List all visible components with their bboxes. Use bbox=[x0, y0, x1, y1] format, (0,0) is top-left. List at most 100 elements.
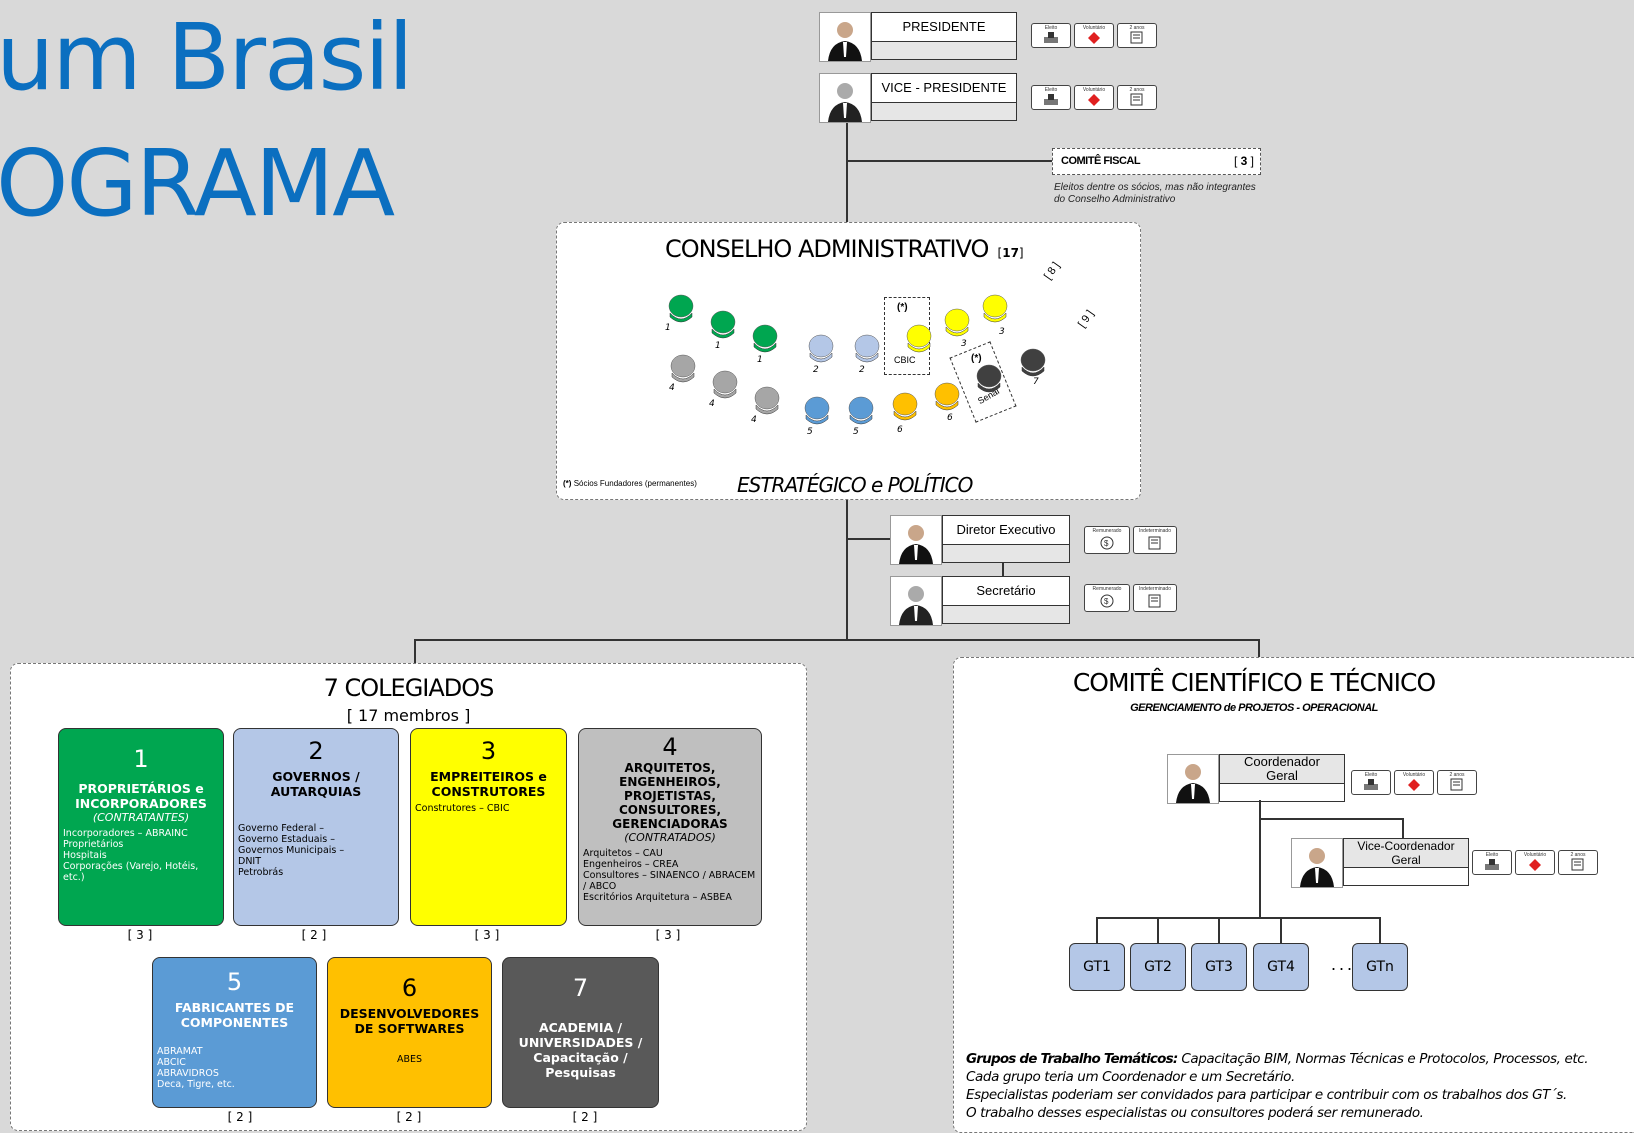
exec-branch-line bbox=[846, 538, 890, 540]
coordenador-box: Coordenador Geral bbox=[1219, 754, 1345, 802]
colegiado-box-1: 1 PROPRIETÁRIOS e INCORPORADORES (CONTRA… bbox=[58, 728, 224, 926]
comite-fiscal-count: [ 3 ] bbox=[1233, 154, 1254, 168]
conselho-seat bbox=[665, 293, 697, 330]
colegiado-count-4: [ 3 ] bbox=[655, 928, 681, 942]
conselho-seat bbox=[709, 369, 741, 406]
gt-box-3: GT3 bbox=[1191, 943, 1247, 991]
gt-box-1: GT1 bbox=[1069, 943, 1125, 991]
conselho-seat bbox=[707, 309, 739, 346]
secretario-avatar bbox=[890, 576, 942, 626]
vice-drop bbox=[1402, 818, 1404, 838]
diretor-avatar bbox=[890, 515, 942, 565]
conselho-seat-label: 3 bbox=[999, 327, 1005, 337]
conselho-seat-label: 7 bbox=[1033, 377, 1039, 387]
secretario-box: Secretário bbox=[942, 576, 1070, 624]
colegiados-members: [ 17 membros ] bbox=[346, 706, 471, 725]
voluntario-icon: Voluntário bbox=[1394, 770, 1434, 795]
conselho-seat-label: 2 bbox=[813, 365, 819, 375]
conselho-seat-label: 5 bbox=[853, 427, 859, 437]
colegiado-box-5: 5 FABRICANTES DE COMPONENTES ABRAMAT ABC… bbox=[152, 957, 317, 1108]
gt1-drop bbox=[1096, 917, 1098, 943]
colegiado-count-7: [ 2 ] bbox=[572, 1110, 598, 1124]
conselho-seat bbox=[931, 381, 963, 418]
secretario-badges: Remunerado$ Indeterminado bbox=[1084, 584, 1177, 612]
cbic-label: CBIC bbox=[894, 355, 916, 365]
comite-note: Grupos de Trabalho Temáticos: Capacitaçã… bbox=[966, 1051, 1589, 1121]
eleito-icon: Eleito bbox=[1351, 770, 1391, 795]
gt2-drop bbox=[1157, 917, 1159, 943]
right-drop-line bbox=[1258, 639, 1260, 661]
conselho-seat-label: 1 bbox=[665, 323, 671, 333]
colegiado-count-1: [ 3 ] bbox=[127, 928, 153, 942]
senai-founder-mark: (*) bbox=[971, 353, 982, 364]
conselho-seat bbox=[805, 333, 837, 370]
conselho-seat-label: 2 bbox=[859, 365, 865, 375]
dir-sec-link bbox=[1002, 562, 1004, 576]
comite-fiscal-note: Eleitos dentre os sócios, mas não integr… bbox=[1054, 182, 1256, 205]
title-line-2: OGRAMA bbox=[0, 130, 395, 237]
title-line-1: um Brasil bbox=[0, 4, 414, 111]
person-icon bbox=[828, 83, 862, 122]
coordenador-avatar bbox=[1167, 754, 1219, 804]
dois-anos-icon: 2 anos bbox=[1117, 85, 1157, 110]
vice-coordenador-box: Vice-Coordenador Geral bbox=[1343, 838, 1469, 886]
vice-box: VICE - PRESIDENTE bbox=[871, 73, 1017, 121]
conselho-subtitle: ESTRATÉGICO e POLÍTICO bbox=[737, 473, 973, 497]
colegiado-count-3: [ 3 ] bbox=[474, 928, 500, 942]
conselho-seat bbox=[801, 395, 833, 432]
gt-horizontal-line bbox=[1096, 917, 1381, 919]
vice-coordenador-badges: Eleito Voluntário 2 anos bbox=[1472, 850, 1598, 875]
person-icon bbox=[899, 586, 933, 625]
conselho-seat bbox=[941, 307, 973, 344]
person-icon bbox=[828, 22, 862, 61]
left-drop-line bbox=[414, 639, 416, 663]
presidente-avatar bbox=[819, 12, 871, 62]
voluntario-icon: Voluntário bbox=[1515, 850, 1555, 875]
conselho-seat-label: 4 bbox=[709, 399, 715, 409]
conselho-seat bbox=[667, 353, 699, 390]
presidente-label: PRESIDENTE bbox=[872, 13, 1016, 42]
svg-text:$: $ bbox=[1104, 539, 1109, 548]
person-icon bbox=[899, 525, 933, 564]
conselho-seat bbox=[749, 323, 781, 360]
person-icon bbox=[1300, 848, 1334, 887]
gt-box-n: GTn bbox=[1352, 943, 1408, 991]
conselho-seat bbox=[973, 363, 1005, 400]
vice-coordenador-avatar bbox=[1291, 838, 1343, 888]
fiscal-branch-line bbox=[846, 160, 1052, 162]
gtn-drop bbox=[1379, 917, 1381, 943]
vice-badges: Eleito Voluntário 2 anos bbox=[1031, 85, 1157, 110]
gt-box-4: GT4 bbox=[1253, 943, 1309, 991]
colegiado-box-3: 3 EMPREITEIROS e CONSTRUTORES Construtor… bbox=[410, 728, 567, 926]
conselho-footnote: (*) Sócios Fundadores (permanentes) bbox=[563, 479, 697, 488]
bottom-horizontal-line bbox=[414, 639, 1260, 641]
conselho-seat-label: 1 bbox=[757, 355, 763, 365]
comite-panel: COMITÊ CIENTÍFICO E TÉCNICO GERENCIAMENT… bbox=[953, 657, 1634, 1133]
conselho-seat-label: 6 bbox=[947, 413, 953, 423]
conselho-seat bbox=[979, 293, 1011, 330]
presidente-box: PRESIDENTE bbox=[871, 12, 1017, 60]
colegiado-count-2: [ 2 ] bbox=[301, 928, 327, 942]
vice-label: VICE - PRESIDENTE bbox=[872, 74, 1016, 103]
coord-vice-branch bbox=[1259, 818, 1403, 820]
colegiado-count-5: [ 2 ] bbox=[227, 1110, 253, 1124]
comite-fiscal-label: COMITÊ FISCAL bbox=[1061, 155, 1141, 167]
gt-ellipsis: ... bbox=[1331, 954, 1356, 974]
coordenador-badges: Eleito Voluntário 2 anos bbox=[1351, 770, 1477, 795]
coordenador-label: Coordenador Geral bbox=[1220, 755, 1344, 784]
voluntario-icon: Voluntário bbox=[1074, 23, 1114, 48]
conselho-panel: CONSELHO ADMINISTRATIVO [17] [ 8 ] [ 9 ]… bbox=[556, 222, 1141, 500]
eleito-icon: Eleito bbox=[1031, 23, 1071, 48]
diretor-badges: Remunerado$ Indeterminado bbox=[1084, 526, 1177, 554]
conselho-seat bbox=[889, 391, 921, 428]
vice-coordenador-label: Vice-Coordenador Geral bbox=[1344, 839, 1468, 868]
conselho-seat bbox=[903, 323, 935, 360]
colegiado-box-4: 4 ARQUITETOS, ENGENHEIROS, PROJETISTAS, … bbox=[578, 728, 762, 926]
conselho-seat bbox=[1017, 347, 1049, 384]
diretor-box: Diretor Executivo bbox=[942, 515, 1070, 563]
dois-anos-icon: 2 anos bbox=[1117, 23, 1157, 48]
gt4-drop bbox=[1280, 917, 1282, 943]
vice-avatar bbox=[819, 73, 871, 123]
conselho-seat-label: 3 bbox=[961, 339, 967, 349]
coord-vertical-line bbox=[1259, 800, 1261, 918]
